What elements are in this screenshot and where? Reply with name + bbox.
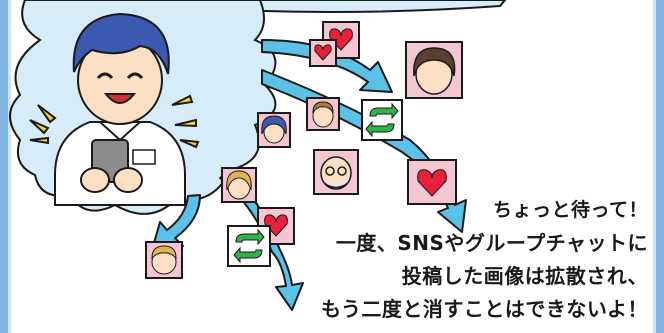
caption-line-1: ちょっと待って！ [492, 199, 648, 221]
repost-tile-1 [361, 99, 403, 141]
left-frame-border [0, 0, 8, 333]
heart-icon [417, 169, 447, 197]
avatar-blonde-girl [221, 167, 257, 203]
repost-tile-2 [227, 225, 271, 267]
heart-tile-2 [309, 39, 337, 67]
avatar-girl-small [257, 112, 291, 148]
left-frame-inner [8, 0, 11, 333]
caption-line-2: 一度、SNSやグループチャットに [335, 231, 648, 255]
repost-icon [365, 102, 399, 138]
person-eye-left [96, 72, 114, 80]
person-illustration [29, 12, 200, 206]
avatar-blonde-boy [145, 241, 183, 279]
hand-left [80, 167, 110, 193]
heart-icon [314, 44, 332, 61]
person-eye-right [126, 72, 144, 80]
right-frame-border [656, 0, 664, 333]
caption-line-4: もう二度と消すことはできないよ！ [321, 297, 648, 321]
heart-icon [329, 28, 353, 51]
person-hair [72, 12, 170, 75]
repost-icon [233, 228, 265, 264]
arrow-left [151, 194, 201, 251]
caption-line-3: 投稿した画像は拡散され、 [401, 264, 648, 288]
heart-tile-3 [407, 159, 457, 205]
arrow-middle [261, 69, 467, 233]
person-mouth [103, 93, 137, 104]
person-pocket [132, 149, 156, 165]
warning-caption: ちょっと待って！ 一度、SNSやグループチャットに 投稿した画像は拡散され、 も… [321, 194, 648, 326]
excitement-lines [29, 94, 200, 149]
avatar-boy-small [306, 97, 340, 131]
right-frame-inner [653, 0, 656, 333]
avatar-woman-large [405, 41, 463, 99]
heart-icon [264, 214, 288, 237]
hand-right [113, 167, 143, 193]
avatar-old-man [313, 149, 359, 195]
